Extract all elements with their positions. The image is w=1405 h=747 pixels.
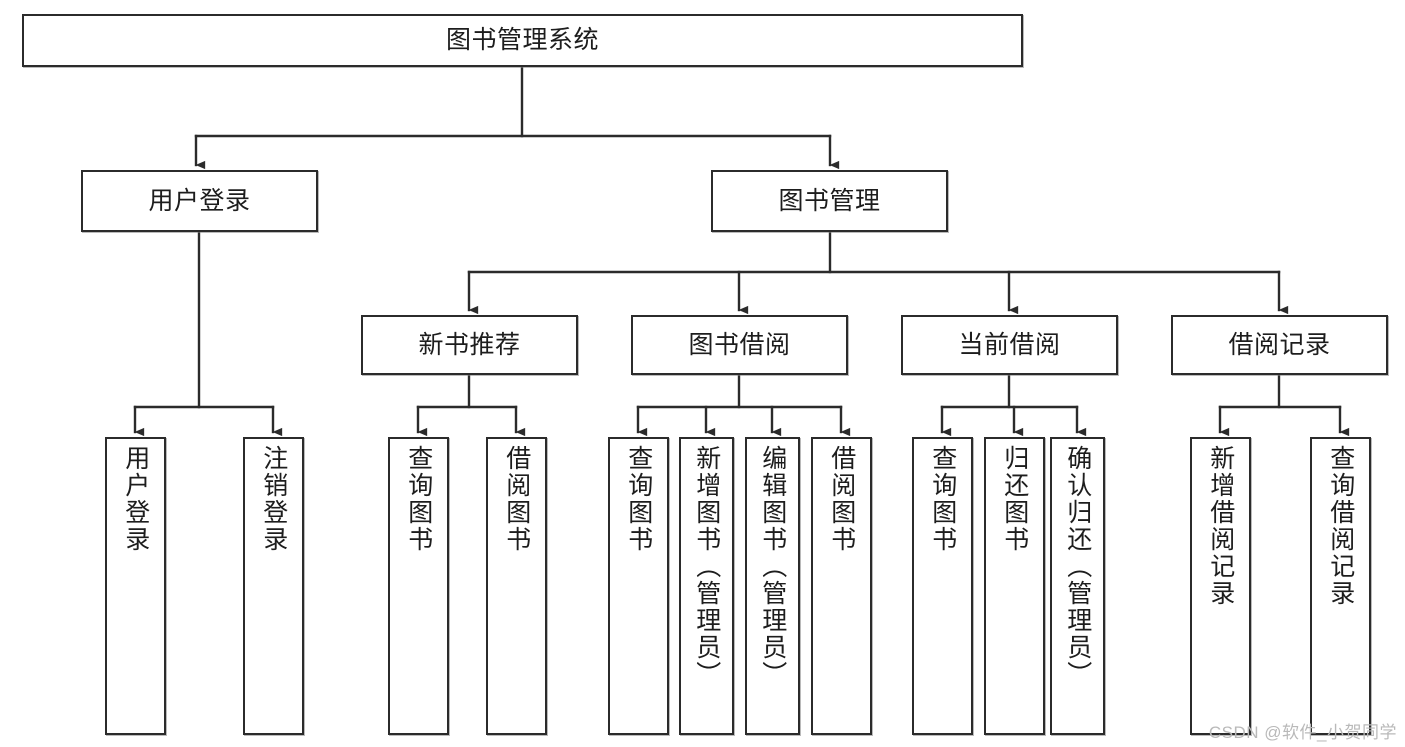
node-leaf-confirm-return-label: 确认归还（管理员） [1063, 445, 1092, 688]
csdn-watermark: CSDN @软件_小贺同学 [1208, 723, 1397, 742]
node-book-manage-label: 图书管理 [778, 186, 881, 215]
node-leaf-query-book-b[interactable]: 查询图书 [608, 437, 669, 735]
node-root-label: 图书管理系统 [445, 26, 599, 55]
node-leaf-query-book-b-label: 查询图书 [624, 445, 653, 553]
node-user-login[interactable]: 用户登录 [81, 170, 318, 232]
node-leaf-return-book[interactable]: 归还图书 [984, 437, 1045, 735]
node-leaf-query-book-c[interactable]: 查询图书 [912, 437, 973, 735]
node-leaf-query-record-label: 查询借阅记录 [1326, 445, 1355, 607]
node-leaf-user-logout-label: 注销登录 [259, 445, 288, 553]
node-book-manage[interactable]: 图书管理 [711, 170, 948, 232]
node-leaf-add-record-label: 新增借阅记录 [1206, 445, 1235, 607]
node-leaf-query-book-rec[interactable]: 查询图书 [388, 437, 449, 735]
node-leaf-user-login[interactable]: 用户登录 [105, 437, 166, 735]
node-leaf-query-book-rec-label: 查询图书 [404, 445, 433, 553]
node-leaf-edit-book[interactable]: 编辑图书（管理员） [745, 437, 800, 735]
node-leaf-query-book-c-label: 查询图书 [928, 445, 957, 553]
node-leaf-add-record[interactable]: 新增借阅记录 [1190, 437, 1251, 735]
node-new-book-rec-label: 新书推荐 [418, 330, 521, 359]
node-leaf-borrow-book-rec-label: 借阅图书 [502, 445, 531, 553]
node-borrow-record-label: 借阅记录 [1228, 330, 1331, 359]
node-book-borrow[interactable]: 图书借阅 [631, 315, 848, 375]
node-root[interactable]: 图书管理系统 [22, 14, 1023, 67]
node-leaf-add-book[interactable]: 新增图书（管理员） [679, 437, 734, 735]
node-current-borrow-label: 当前借阅 [958, 330, 1061, 359]
node-new-book-rec[interactable]: 新书推荐 [361, 315, 578, 375]
node-leaf-edit-book-label: 编辑图书（管理员） [758, 445, 787, 688]
node-leaf-confirm-return[interactable]: 确认归还（管理员） [1050, 437, 1105, 735]
node-leaf-return-book-label: 归还图书 [1000, 445, 1029, 553]
node-leaf-user-login-label: 用户登录 [121, 445, 150, 553]
node-user-login-label: 用户登录 [148, 186, 251, 215]
node-current-borrow[interactable]: 当前借阅 [901, 315, 1118, 375]
node-borrow-record[interactable]: 借阅记录 [1171, 315, 1388, 375]
node-leaf-query-record[interactable]: 查询借阅记录 [1310, 437, 1371, 735]
node-leaf-borrow-book-b-label: 借阅图书 [827, 445, 856, 553]
node-leaf-borrow-book-b[interactable]: 借阅图书 [811, 437, 872, 735]
node-leaf-user-logout[interactable]: 注销登录 [243, 437, 304, 735]
node-book-borrow-label: 图书借阅 [688, 330, 791, 359]
node-leaf-borrow-book-rec[interactable]: 借阅图书 [486, 437, 547, 735]
node-leaf-add-book-label: 新增图书（管理员） [692, 445, 721, 688]
